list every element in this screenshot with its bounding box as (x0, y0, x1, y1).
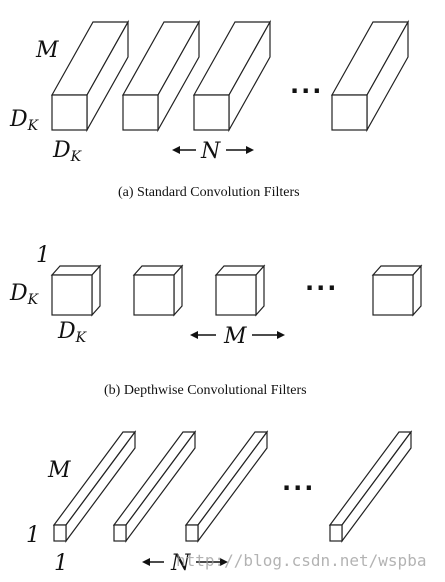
count-label-m: M (223, 324, 247, 349)
depthwise-filter-2 (132, 264, 184, 317)
ellipsis: ··· (282, 474, 315, 502)
width-label-dk: DK (57, 319, 88, 346)
height-label-dk: DK (9, 281, 40, 308)
ellipsis: ··· (290, 77, 323, 105)
width-label-dk: DK (52, 138, 83, 165)
watermark-url: http://blog.csdn.net/wspba (176, 551, 426, 570)
standard-filter-3 (192, 19, 272, 133)
standard-filter-n (330, 19, 410, 133)
height-label-1: 1 (26, 523, 40, 548)
width-label-1: 1 (54, 551, 68, 576)
depth-label-m: M (47, 458, 71, 483)
caption-b: (b) Depthwise Convolutional Filters (104, 383, 307, 398)
caption-a: (a) Standard Convolution Filters (118, 185, 300, 200)
pointwise-filter-1 (52, 430, 137, 543)
count-arrow-n: N (142, 551, 228, 576)
depth-label-1: 1 (36, 243, 50, 268)
pointwise-filter-3 (184, 430, 269, 543)
pointwise-filter-2 (112, 430, 197, 543)
count-label-n: N (170, 551, 191, 576)
height-label-dk: DK (9, 107, 40, 134)
count-label-n: N (200, 139, 221, 164)
depthwise-filter-1 (50, 264, 102, 317)
count-arrow-m: M (190, 324, 285, 349)
standard-filter-1 (50, 19, 130, 133)
ellipsis: ··· (305, 274, 338, 302)
pointwise-filter-n (328, 430, 413, 543)
standard-filter-2 (121, 19, 201, 133)
panel-c: M 1 1 ··· N (26, 430, 413, 576)
depthwise-filter-3 (214, 264, 266, 317)
depthwise-filter-m (371, 264, 423, 317)
count-arrow-n: N (172, 139, 254, 164)
panel-b: 1 DK DK ··· M (b) Depthwise Convolutiona… (9, 243, 423, 398)
panel-a: M DK DK ··· N (a) Standard Convolution F… (9, 19, 410, 200)
depth-label-m: M (35, 38, 59, 63)
